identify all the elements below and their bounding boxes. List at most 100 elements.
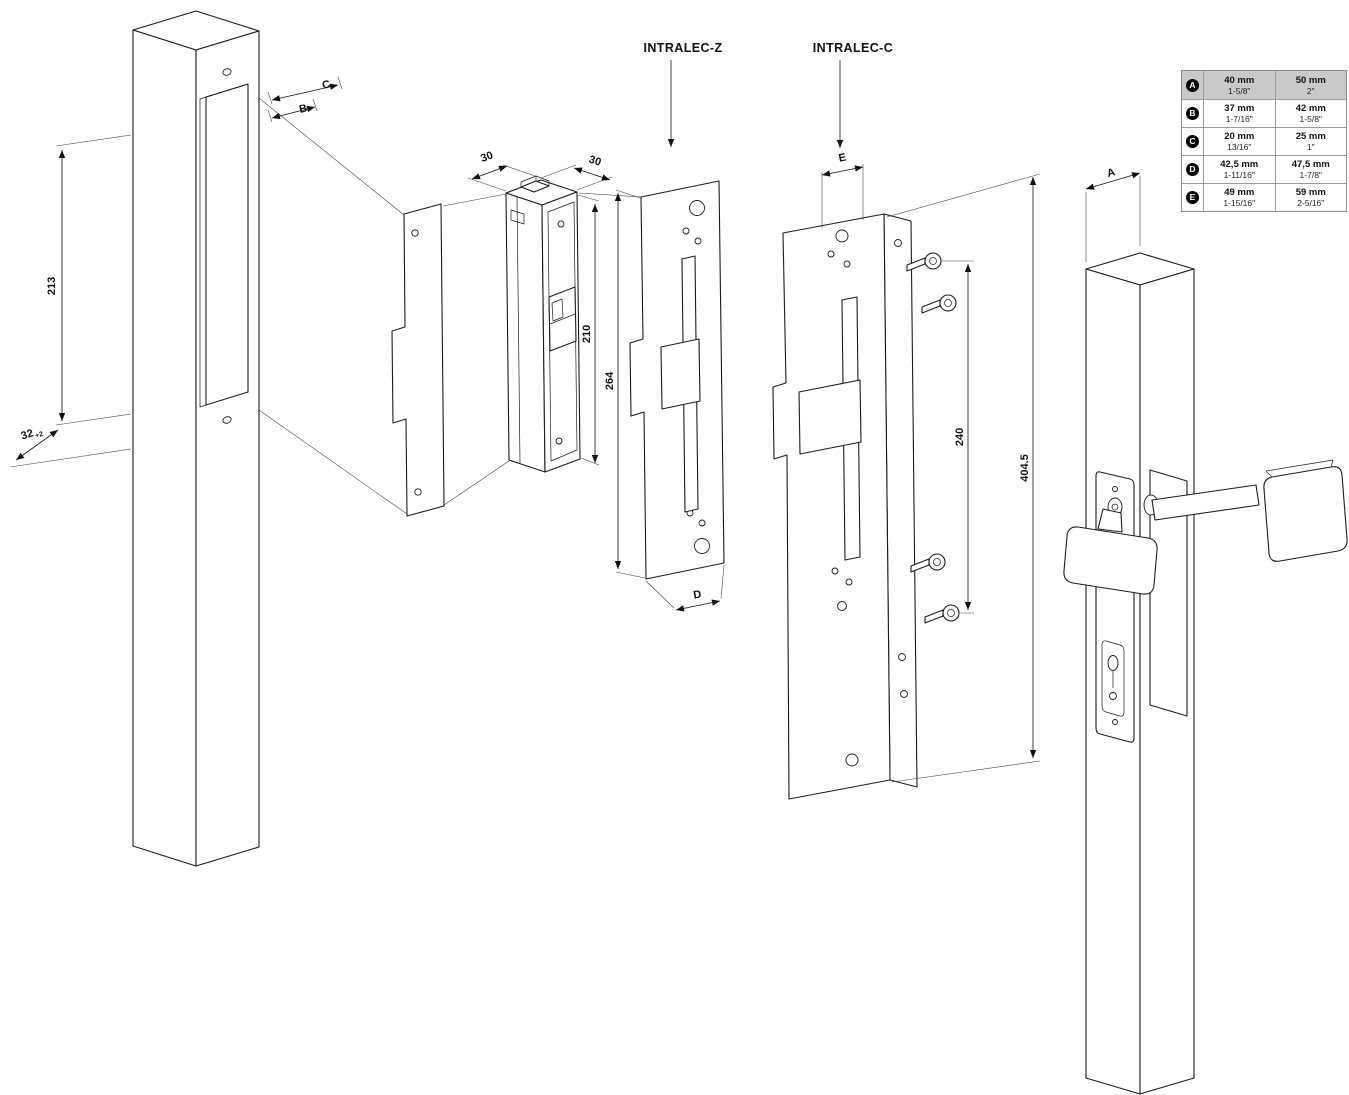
front-lever-neck — [1097, 508, 1123, 533]
electric-strike — [505, 175, 581, 473]
table-row-c: C 20 mm 13/16" 25 mm 1" — [1182, 127, 1346, 155]
escutcheon-screw — [1112, 486, 1118, 492]
front-lever-grip — [1063, 526, 1158, 595]
table-row-e: E 49 mm 1-15/16" 59 mm 2-5/16" — [1182, 183, 1346, 211]
dim-210: 210 — [577, 194, 600, 466]
dim-264-label: 264 — [604, 371, 616, 390]
dim-404-5: 404.5 — [886, 173, 1041, 783]
dim-d-label: D — [692, 588, 702, 601]
cylinder-keyhole — [1107, 655, 1119, 671]
mm-value: 42,5 mm — [1220, 159, 1259, 170]
dim-404-5-label: 404.5 — [1019, 454, 1031, 482]
value-cell: 50 mm 2" — [1275, 71, 1346, 99]
dim-240: 240 — [942, 260, 974, 614]
value-cell: 42 mm 1-5/8" — [1275, 100, 1346, 127]
dim-32: 32 +2 — [9, 427, 132, 468]
screw-hole — [845, 578, 853, 586]
inch-value: 2" — [1306, 85, 1315, 96]
dim-e-label: E — [838, 151, 847, 164]
main-face — [772, 213, 891, 800]
mount-hole — [835, 229, 849, 243]
badge-letter: E — [1186, 191, 1199, 204]
intralec-z-label: INTRALEC-Z — [644, 41, 723, 55]
value-cell: 47,5 mm 1-7/8" — [1275, 156, 1346, 183]
keeper-cutout — [798, 379, 862, 455]
dim-264: 264 — [604, 189, 646, 579]
badge-letter: C — [1186, 135, 1199, 148]
gate-post-with-lock — [1063, 252, 1348, 1095]
dim-30-left: 30 — [467, 149, 542, 192]
value-cell: 40 mm 1-5/8" — [1204, 71, 1276, 99]
dim-210-label: 210 — [581, 325, 593, 343]
rear-lever-grip — [1263, 466, 1348, 562]
inch-value: 1-11/16" — [1223, 170, 1255, 180]
dim-30-right-label: 30 — [587, 154, 602, 169]
screw-hole — [827, 250, 835, 258]
mm-value: 40 mm — [1224, 74, 1255, 86]
dim-b-label: B — [298, 102, 309, 116]
inch-value: 1-15/16" — [1223, 198, 1256, 208]
intralec-c-label: INTRALEC-C — [813, 41, 893, 55]
strike-left-face — [505, 192, 546, 473]
mm-value: 49 mm — [1224, 187, 1255, 198]
badge-letter: A — [1186, 78, 1199, 92]
screw-hole — [411, 229, 419, 237]
mounting-screws — [906, 252, 960, 624]
post-left-face — [132, 29, 197, 867]
mm-value: 25 mm — [1295, 131, 1326, 142]
badge-letter: B — [1186, 107, 1199, 120]
value-cell: 42,5 mm 1-11/16" — [1204, 156, 1276, 183]
value-cell: 37 mm 1-7/16" — [1204, 100, 1276, 127]
screw-hole — [682, 227, 690, 235]
screw-hole — [694, 237, 702, 245]
flange-hole — [900, 690, 908, 698]
mm-value: 42 mm — [1295, 103, 1326, 114]
intralec-c-callout: INTRALEC-C — [813, 41, 893, 148]
dim-a-label: A — [1106, 166, 1117, 180]
intralec-c-plate — [772, 213, 918, 800]
screw-hole — [414, 488, 422, 496]
inch-value: 1-7/8" — [1299, 170, 1322, 180]
mm-value: 37 mm — [1224, 103, 1255, 114]
front-lever-handle — [1063, 508, 1158, 595]
cylinder-screw — [1109, 692, 1117, 700]
screw-hole — [843, 260, 851, 268]
dimension-table: A 40 mm 1-5/8" 50 mm 2" B 37 mm 1-7/16" … — [1181, 70, 1347, 212]
left-post — [132, 10, 260, 867]
inch-value: 1-7/16" — [1225, 114, 1253, 124]
rear-lever-handle — [1151, 459, 1348, 562]
screw — [921, 294, 957, 314]
mount-hole — [837, 601, 847, 611]
faceplate-screw — [557, 220, 565, 228]
screw-hole — [698, 519, 706, 527]
mm-value: 59 mm — [1295, 187, 1326, 198]
inch-value: 1-5/8" — [1228, 85, 1251, 96]
dim-240-label: 240 — [954, 428, 966, 446]
value-cell: 49 mm 1-15/16" — [1204, 184, 1276, 211]
rear-escutcheon — [1149, 469, 1188, 717]
intralec-z-plate — [629, 180, 725, 580]
row-badge-c: C — [1182, 128, 1204, 155]
intralec-z-callout: INTRALEC-Z — [644, 41, 723, 147]
mm-value: 50 mm — [1295, 74, 1326, 86]
row-badge-e: E — [1182, 184, 1204, 211]
inch-value: 2-5/16" — [1297, 198, 1325, 208]
dim-c: C — [267, 76, 343, 105]
escutcheon-screw — [1112, 719, 1118, 725]
dim-a: A — [1085, 166, 1141, 262]
faceplate-screw — [555, 437, 563, 445]
screw — [910, 553, 946, 573]
dim-213: 213 — [46, 134, 132, 426]
inch-value: 1" — [1306, 142, 1315, 152]
inch-value: 13/16" — [1227, 142, 1252, 152]
row-badge-d: D — [1182, 156, 1204, 183]
row-badge-a: A — [1182, 71, 1204, 99]
dim-32-label: 32 — [20, 427, 35, 442]
mm-value: 20 mm — [1224, 131, 1255, 142]
dim-213-label: 213 — [46, 277, 58, 295]
mount-hole — [689, 200, 705, 216]
dim-c-label: C — [321, 78, 332, 92]
screw — [906, 252, 942, 272]
keeper-cutout — [660, 338, 701, 410]
